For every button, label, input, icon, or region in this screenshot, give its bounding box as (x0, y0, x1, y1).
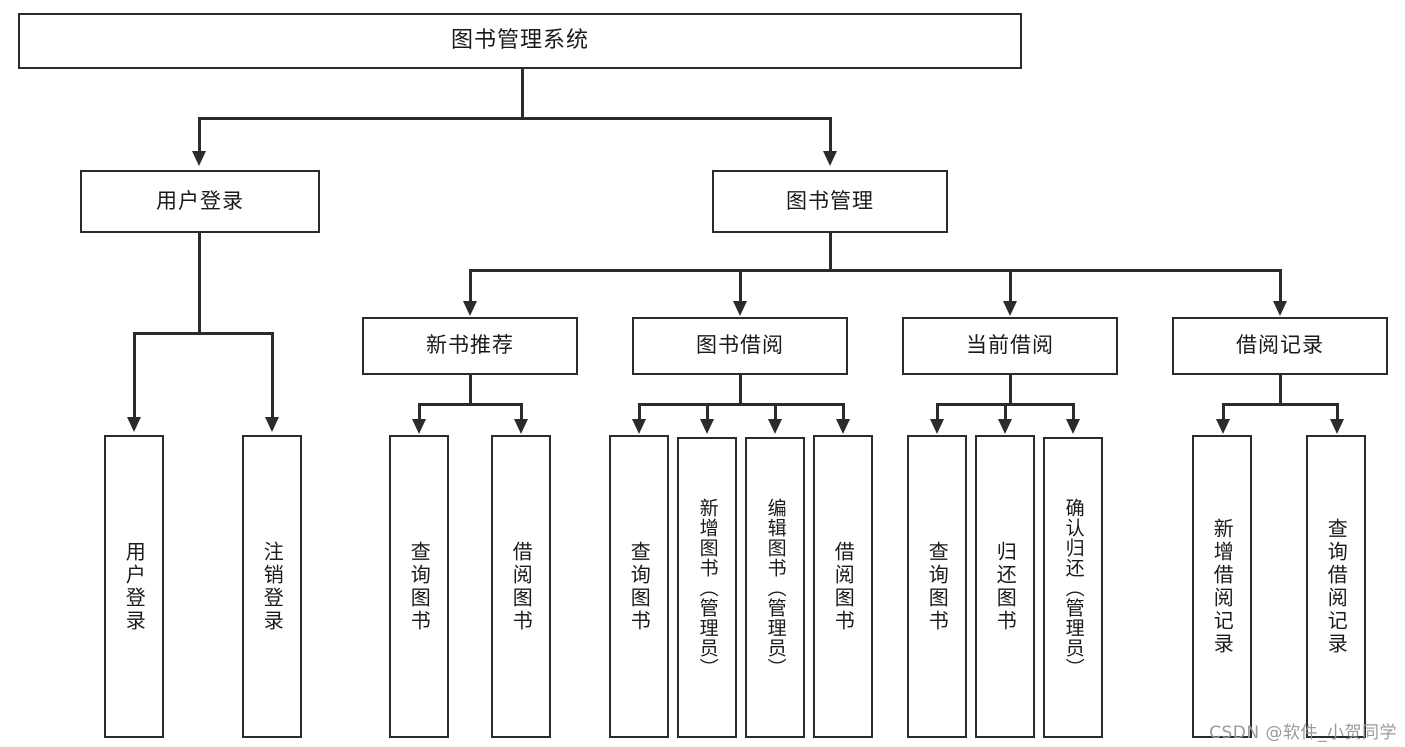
arrowhead-leaf-logout (265, 417, 279, 432)
node-leaf-current-return-book[interactable]: 归还图书 (975, 435, 1035, 738)
arrowhead-borrow-record (1273, 301, 1287, 316)
node-label: 借阅图书 (831, 540, 856, 633)
watermark-text: CSDN @软件_小贺同学 (1209, 723, 1397, 743)
edge-recommend-leg-2 (520, 403, 523, 421)
edge-recommend-leg-1 (418, 403, 421, 421)
node-label: 查询图书 (627, 540, 652, 633)
edge-recommend-bar (418, 403, 522, 406)
edge-root-stem (521, 69, 524, 119)
node-leaf-recommend-query-book[interactable]: 查询图书 (389, 435, 449, 738)
edge-level2-bar (198, 117, 832, 120)
arrowhead-leaf-recommend-query (412, 419, 426, 434)
node-label: 查询图书 (407, 540, 432, 633)
edge-current-leg-2 (1004, 403, 1007, 421)
arrowhead-leaf-record-query (1330, 419, 1344, 434)
arrowhead-current-borrow (1003, 301, 1017, 316)
edge-user-login-bar (133, 332, 273, 335)
node-label: 借阅图书 (509, 540, 534, 633)
edge-current-stem (1009, 375, 1012, 405)
node-leaf-current-query-book[interactable]: 查询图书 (907, 435, 967, 738)
edge-level3-leg-4 (1279, 269, 1282, 303)
node-label: 查询图书 (925, 540, 950, 633)
edge-current-leg-3 (1072, 403, 1075, 421)
node-leaf-current-confirm-return[interactable]: 确认归还（管理员） (1043, 437, 1103, 738)
node-leaf-borrow-query-book[interactable]: 查询图书 (609, 435, 669, 738)
node-leaf-recommend-borrow-book[interactable]: 借阅图书 (491, 435, 551, 738)
edge-borrow-leg-2 (706, 403, 709, 421)
edge-user-login-leg-1 (133, 332, 136, 418)
node-label: 图书借阅 (696, 333, 784, 358)
edge-user-login-leg-2 (271, 332, 274, 418)
node-label: 确认归还（管理员） (1062, 497, 1085, 678)
arrowhead-leaf-current-confirm (1066, 419, 1080, 434)
node-leaf-logout[interactable]: 注销登录 (242, 435, 302, 738)
node-label: 用户登录 (156, 188, 244, 213)
node-book-borrow[interactable]: 图书借阅 (632, 317, 848, 375)
node-label: 用户登录 (122, 540, 147, 633)
arrowhead-leaf-borrow-add (700, 419, 714, 434)
arrowhead-book-borrow (733, 301, 747, 316)
node-label: 借阅记录 (1236, 333, 1324, 358)
arrowhead-user-login (192, 151, 206, 166)
node-leaf-record-query[interactable]: 查询借阅记录 (1306, 435, 1366, 738)
node-leaf-borrow-add-book[interactable]: 新增图书（管理员） (677, 437, 737, 738)
node-leaf-user-login[interactable]: 用户登录 (104, 435, 164, 738)
edge-user-login-stem (198, 233, 201, 334)
node-borrow-record[interactable]: 借阅记录 (1172, 317, 1388, 375)
node-leaf-record-add[interactable]: 新增借阅记录 (1192, 435, 1252, 738)
arrowhead-leaf-current-return (998, 419, 1012, 434)
edge-record-leg-1 (1222, 403, 1225, 421)
node-label: 归还图书 (993, 540, 1018, 633)
edge-level3-leg-1 (469, 269, 472, 303)
node-book-manage[interactable]: 图书管理 (712, 170, 948, 233)
arrowhead-leaf-current-query (930, 419, 944, 434)
edge-level3-leg-3 (1009, 269, 1012, 303)
node-label: 图书管理系统 (450, 27, 589, 53)
edge-recommend-stem (469, 375, 472, 405)
arrowhead-leaf-borrow-lend (836, 419, 850, 434)
edge-borrow-leg-3 (774, 403, 777, 421)
arrowhead-leaf-record-add (1216, 419, 1230, 434)
edge-borrow-stem (739, 375, 742, 405)
edge-borrow-leg-1 (638, 403, 641, 421)
node-label: 编辑图书（管理员） (764, 497, 787, 678)
node-root-system[interactable]: 图书管理系统 (18, 13, 1022, 69)
node-label: 新增借阅记录 (1210, 517, 1235, 656)
arrowhead-leaf-borrow-query (632, 419, 646, 434)
node-new-book-recommend[interactable]: 新书推荐 (362, 317, 578, 375)
arrowhead-leaf-borrow-edit (768, 419, 782, 434)
edge-to-user-login (198, 117, 201, 153)
arrowhead-new-book-recommend (463, 301, 477, 316)
node-label: 新增图书（管理员） (696, 497, 719, 678)
edge-current-leg-1 (936, 403, 939, 421)
node-leaf-borrow-lend-book[interactable]: 借阅图书 (813, 435, 873, 738)
node-label: 注销登录 (260, 540, 285, 633)
edge-record-bar (1222, 403, 1338, 406)
node-label: 新书推荐 (426, 333, 514, 358)
edge-level3-bar (469, 269, 1281, 272)
node-leaf-borrow-edit-book[interactable]: 编辑图书（管理员） (745, 437, 805, 738)
edge-level3-leg-2 (739, 269, 742, 303)
node-label: 当前借阅 (966, 333, 1054, 358)
edge-borrow-leg-4 (842, 403, 845, 421)
node-user-login[interactable]: 用户登录 (80, 170, 320, 233)
arrowhead-leaf-user-login (127, 417, 141, 432)
edge-record-stem (1279, 375, 1282, 405)
edge-borrow-bar (638, 403, 844, 406)
edge-book-manage-stem (829, 233, 832, 271)
arrowhead-leaf-recommend-borrow (514, 419, 528, 434)
edge-to-book-manage (829, 117, 832, 153)
node-current-borrow[interactable]: 当前借阅 (902, 317, 1118, 375)
node-label: 图书管理 (786, 188, 874, 213)
node-label: 查询借阅记录 (1324, 517, 1349, 656)
arrowhead-book-manage (823, 151, 837, 166)
edge-record-leg-2 (1336, 403, 1339, 421)
